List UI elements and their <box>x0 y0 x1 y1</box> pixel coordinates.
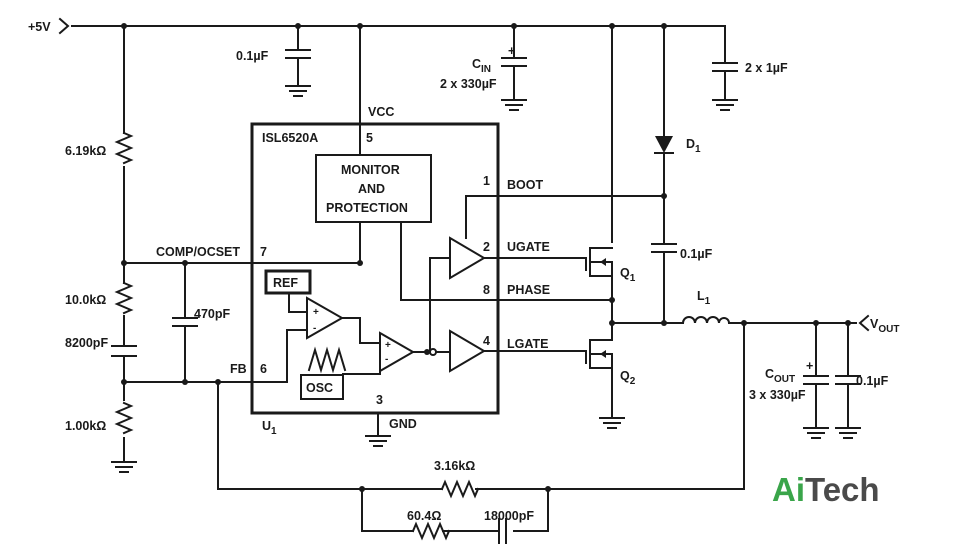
lgate-label: LGATE <box>507 337 548 351</box>
logo-part2: Tech <box>805 471 880 508</box>
monitor-line1: MONITOR <box>341 163 400 177</box>
r-bot-label: 1.00kΩ <box>65 419 106 433</box>
cin-polarity: + <box>508 44 515 58</box>
supply-arrow-icon <box>58 17 70 35</box>
boot-label: BOOT <box>507 178 543 192</box>
junction-dots <box>121 23 851 492</box>
c-8200-label: 8200pF <box>65 336 108 350</box>
pin-1: 1 <box>483 174 490 188</box>
r-comp-label: 60.4Ω <box>407 509 441 523</box>
cmp-minus: - <box>385 354 388 365</box>
osc-block <box>300 374 344 400</box>
cout-name: COUT <box>765 367 795 385</box>
ugate-label: UGATE <box>507 240 550 254</box>
cap-cin <box>501 57 527 67</box>
monitor-line3: PROTECTION <box>326 201 408 215</box>
c-boot-label: 0.1µF <box>680 247 713 261</box>
cap-out-0u1 <box>835 375 861 385</box>
pin-5: 5 <box>366 131 373 145</box>
c-out-small-label: 0.1µF <box>856 374 889 388</box>
resistor-6k19 <box>114 131 134 165</box>
cap-8200p <box>111 345 137 357</box>
inductor-l1 <box>681 316 731 325</box>
q2-label: Q2 <box>620 369 636 387</box>
vout-label: VOUT <box>870 317 899 335</box>
pin-7: 7 <box>260 245 267 259</box>
cap-2x1u <box>712 62 738 72</box>
mosfet-q1 <box>585 247 613 278</box>
d1-label: D1 <box>686 137 701 155</box>
u1-label: U1 <box>262 419 277 437</box>
err-amp-minus: - <box>313 323 316 334</box>
monitor-line2: AND <box>358 182 385 196</box>
r-top-label: 6.19kΩ <box>65 144 106 158</box>
pin-2: 2 <box>483 240 490 254</box>
upper-driver <box>449 236 486 280</box>
mosfet-q2 <box>585 322 613 369</box>
c-470-label: 470pF <box>194 307 230 321</box>
wires <box>71 25 857 532</box>
pin-3: 3 <box>376 393 383 407</box>
cout-polarity: + <box>806 359 813 373</box>
error-amp <box>306 296 345 340</box>
cap-boot <box>651 243 677 253</box>
pin-8: 8 <box>483 283 490 297</box>
fb-label: FB <box>230 362 247 376</box>
c-vcc-label: 0.1µF <box>236 49 269 63</box>
cap-18000p <box>498 518 507 544</box>
cap-470p <box>172 317 198 327</box>
cmp-plus: + <box>385 340 391 351</box>
output-arrow-icon <box>858 314 870 332</box>
aitech-logo: AiTech <box>772 471 880 508</box>
inverter-bubble <box>429 348 437 356</box>
resistor-1k <box>114 401 134 435</box>
gnd-label: GND <box>389 417 417 431</box>
phase-label: PHASE <box>507 283 550 297</box>
diode-d1 <box>655 136 673 153</box>
cin-name: CIN <box>472 57 491 75</box>
comp-label: COMP/OCSET <box>156 245 240 259</box>
r-mid-label: 10.0kΩ <box>65 293 106 307</box>
ref-block-label: REF <box>273 276 298 290</box>
lower-driver <box>449 329 486 373</box>
capacitors <box>111 49 861 544</box>
logo-part1: Ai <box>772 471 805 508</box>
pin-4: 4 <box>483 334 490 348</box>
resistor-3k16 <box>440 479 480 499</box>
cap-vcc <box>285 49 311 59</box>
cin-value: 2 x 330µF <box>440 77 497 91</box>
l1-label: L1 <box>697 289 711 307</box>
ground-symbols <box>111 85 861 473</box>
vcc-label: VCC <box>368 105 394 119</box>
pwm-comparator <box>379 331 416 373</box>
ic-outline <box>250 122 500 415</box>
supply-label: +5V <box>28 20 51 34</box>
pin-6: 6 <box>260 362 267 376</box>
sawtooth-icon <box>307 346 347 374</box>
cap-cout <box>803 375 829 385</box>
resistors <box>114 131 480 541</box>
resistor-60r4 <box>411 521 451 541</box>
c-comp-label: 18000pF <box>484 509 534 523</box>
resistor-10k <box>114 281 134 315</box>
monitor-block <box>315 154 432 223</box>
err-amp-plus: + <box>313 307 319 318</box>
ic-name: ISL6520A <box>262 131 318 145</box>
q1-label: Q1 <box>620 266 636 284</box>
ref-block <box>264 269 312 295</box>
c-2x1-label: 2 x 1µF <box>745 61 788 75</box>
osc-block-label: OSC <box>306 381 333 395</box>
cout-value: 3 x 330µF <box>749 388 806 402</box>
r-fb-label: 3.16kΩ <box>434 459 475 473</box>
